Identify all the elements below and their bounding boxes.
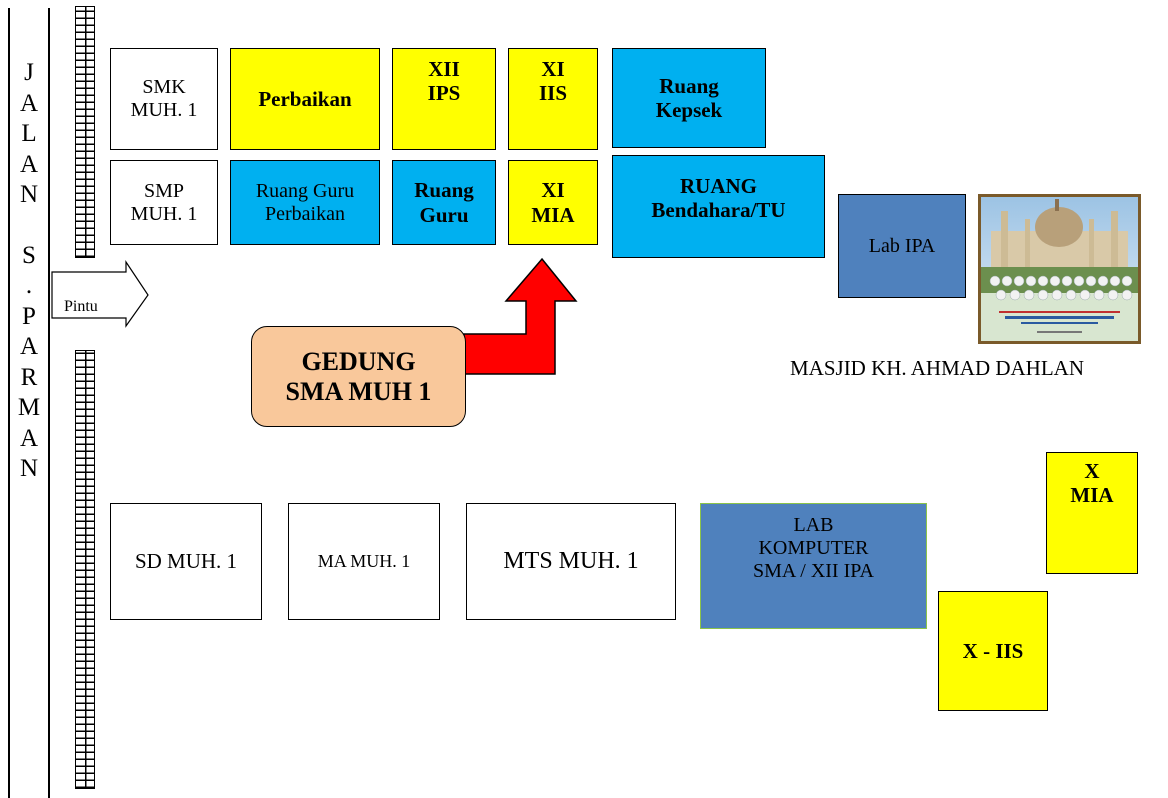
street-letter: A (19, 333, 39, 360)
room-lab-komputer: LAB KOMPUTER SMA / XII IPA (700, 503, 927, 629)
street-jalan-s-parman: J A L A N S . P A R M A N (8, 8, 50, 798)
masjid-photo-image (981, 197, 1138, 341)
street-letter: . (25, 272, 33, 299)
street-letter: A (19, 424, 39, 452)
room-perbaikan: Perbaikan (230, 48, 380, 150)
room-sd: SD MUH. 1 (110, 503, 262, 620)
room-mts: MTS MUH. 1 (466, 503, 676, 620)
street-name: J A L A N S . P A R M A N (10, 58, 48, 485)
street-letter: A (19, 89, 39, 117)
room-x-mia: X MIA (1046, 452, 1138, 574)
room-bendahara-tu: RUANG Bendahara/TU (612, 155, 825, 258)
entrance-arrow (51, 260, 149, 328)
brick-wall-top (75, 6, 95, 258)
room-smp: SMP MUH. 1 (110, 160, 218, 245)
room-xi-iis: XI IIS (508, 48, 598, 150)
room-xii-ips: XII IPS (392, 48, 496, 150)
room-ruang-guru: Ruang Guru (392, 160, 496, 245)
masjid-photo (978, 194, 1141, 344)
entrance-label: Pintu (64, 298, 98, 315)
room-ruang-guru-perbaikan: Ruang Guru Perbaikan (230, 160, 380, 245)
street-letter: N (19, 455, 39, 482)
street-letter: S (22, 241, 36, 269)
masjid-caption: MASJID KH. AHMAD DAHLAN (790, 356, 1085, 380)
street-letter: M (17, 394, 41, 421)
street-letter: R (20, 363, 38, 391)
street-letter: J (24, 59, 34, 86)
gedung-sma-muh-1: GEDUNG SMA MUH 1 (251, 326, 466, 427)
room-smk: SMK MUH. 1 (110, 48, 218, 150)
room-x-iis: X - IIS (938, 591, 1048, 711)
street-letter: A (19, 150, 39, 178)
street-letter: N (19, 181, 39, 208)
room-ma: MA MUH. 1 (288, 503, 440, 620)
room-kepsek: Ruang Kepsek (612, 48, 766, 148)
room-lab-ipa: Lab IPA (838, 194, 966, 298)
brick-wall-bottom (75, 350, 95, 789)
street-letter: P (22, 302, 36, 330)
room-xi-mia: XI MIA (508, 160, 598, 245)
street-letter: L (21, 120, 37, 147)
